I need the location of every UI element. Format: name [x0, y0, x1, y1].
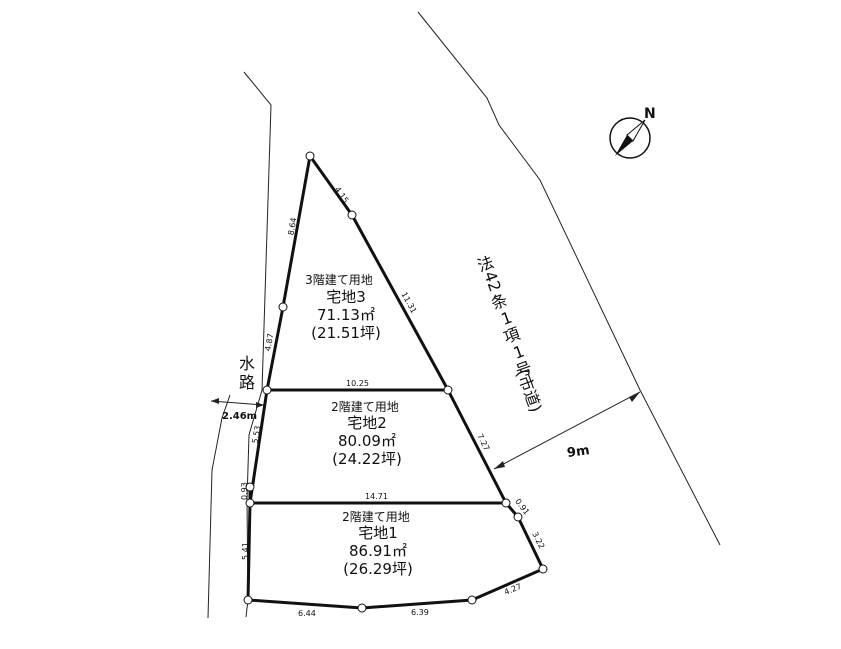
- waterway-width-label: 2.46m: [222, 411, 257, 422]
- waterway-label-2: 路: [239, 373, 255, 392]
- survey-point: [243, 595, 253, 605]
- dimension-label: 11.31: [399, 291, 418, 315]
- lot2-name: 宅地2: [347, 414, 387, 432]
- dimension-label: 4.87: [263, 333, 275, 352]
- waterway-width-dimension-line: [210, 400, 265, 406]
- lot3-note: 3階建て用地: [305, 272, 373, 287]
- lot1-note: 2階建て用地: [342, 509, 410, 524]
- survey-point: [467, 595, 477, 605]
- road-width-label: 9m: [566, 443, 590, 461]
- lot1-area: 86.91㎡: [349, 542, 407, 560]
- lot3-area: 71.13㎡: [317, 306, 375, 324]
- lot1-name: 宅地1: [358, 524, 398, 542]
- dimension-label: 5.53: [251, 425, 263, 444]
- dimension-label: 14.71: [365, 492, 388, 501]
- arrowhead-icon: [256, 402, 264, 408]
- lot1-area-tsubo: (26.29坪): [343, 560, 413, 578]
- survey-point: [262, 385, 272, 395]
- survey-point: [278, 302, 288, 312]
- survey-point: [513, 512, 523, 522]
- survey-points: [243, 151, 548, 613]
- road-label-char: (市道): [512, 366, 545, 414]
- dimension-label: 5.41: [241, 542, 250, 560]
- survey-point: [443, 385, 453, 395]
- dimension-label: 10.25: [346, 379, 369, 388]
- north-compass-icon: N: [609, 106, 656, 159]
- lot3-area-tsubo: (21.51坪): [311, 324, 381, 342]
- road-label: 法 42 条 1 項 1 号 (市道): [475, 252, 546, 414]
- waterway-boundary-inner: [207, 394, 231, 619]
- survey-point: [538, 564, 548, 574]
- road-boundary-upper: [417, 11, 641, 391]
- survey-point: [501, 498, 511, 508]
- arrowhead-icon: [494, 461, 505, 469]
- survey-point: [357, 603, 367, 613]
- north-label: N: [644, 106, 656, 122]
- survey-point: [245, 482, 255, 492]
- arrowhead-icon: [211, 398, 219, 404]
- dimension-label: 0.93: [240, 482, 249, 500]
- road-width-dimension-line: [493, 391, 641, 470]
- road-label-char: 項: [501, 324, 523, 347]
- road-boundary-lower: [639, 389, 721, 546]
- lot3-name: 宅地3: [326, 288, 366, 306]
- dimension-label: 8.64: [287, 217, 299, 236]
- survey-point: [347, 210, 357, 220]
- survey-point: [305, 151, 315, 161]
- dimension-label: 6.44: [298, 609, 316, 618]
- dimension-label: 4.15: [333, 185, 351, 205]
- survey-point: [245, 498, 255, 508]
- road-label-char: 条: [489, 290, 511, 313]
- road-label-char: 号: [513, 358, 535, 381]
- lot2-area-tsubo: (24.22坪): [332, 450, 402, 468]
- arrowhead-icon: [629, 392, 640, 402]
- road-label-char: 法: [475, 252, 497, 275]
- lot2-note: 2階建て用地: [331, 399, 399, 414]
- lot2-area: 80.09㎡: [338, 432, 396, 450]
- waterway-label-1: 水: [239, 354, 255, 373]
- dimension-label: 6.39: [411, 608, 429, 617]
